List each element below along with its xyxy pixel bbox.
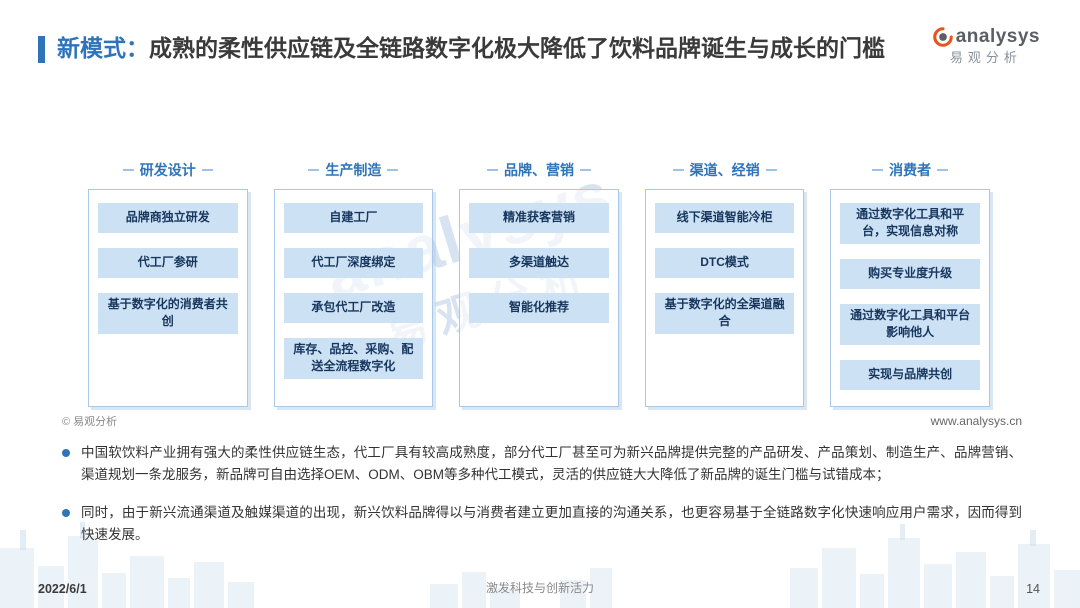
column-header: 消费者 <box>830 160 990 180</box>
logo-brand-text: analysys <box>955 25 1040 47</box>
process-item: 库存、品控、采购、配送全流程数字化 <box>283 338 424 379</box>
bullet-dot-icon <box>62 449 70 457</box>
page-title-highlight: 新模式： <box>57 35 149 61</box>
header: 新模式：成熟的柔性供应链及全链路数字化极大降低了饮料品牌诞生与成长的门槛 <box>38 32 938 64</box>
bullet-item: 中国软饮料产业拥有强大的柔性供应链生态，代工厂具有较高成熟度，部分代工厂甚至可为… <box>62 442 1022 487</box>
column-production: 生产制造 自建工厂 代工厂深度绑定 承包代工厂改造 库存、品控、采购、配送全流程… <box>273 160 434 407</box>
process-item: 代工厂参研 <box>98 248 238 278</box>
column-consumer: 消费者 通过数字化工具和平台，实现信息对称 购买专业度升级 通过数字化工具和平台… <box>830 160 990 407</box>
process-item: 通过数字化工具和平台，实现信息对称 <box>840 203 980 244</box>
bullet-text: 同时，由于新兴流通渠道及触媒渠道的出现，新兴饮料品牌得以与消费者建立更加直接的沟… <box>81 504 1022 542</box>
page-title-text: 成熟的柔性供应链及全链路数字化极大降低了饮料品牌诞生与成长的门槛 <box>149 35 885 61</box>
process-item: 基于数字化的全渠道融合 <box>654 293 795 334</box>
copyright-note: © 易观分析 <box>62 416 118 428</box>
column-box: 线下渠道智能冷柜 DTC模式 基于数字化的全渠道融合 <box>644 189 805 407</box>
column-header: 品牌、营销 <box>459 160 619 180</box>
process-item: 基于数字化的消费者共创 <box>98 293 238 334</box>
process-item: 自建工厂 <box>283 203 424 233</box>
analysys-logo: analysys 易观分析 <box>932 26 1040 65</box>
process-columns: 研发设计 品牌商独立研发 代工厂参研 基于数字化的消费者共创 生产制造 自建工厂… <box>88 160 990 407</box>
process-item: 承包代工厂改造 <box>283 293 424 323</box>
website-url: www.analysys.cn <box>930 414 1022 428</box>
footer-slogan: 激发科技与创新活力 <box>485 581 594 595</box>
process-item: 智能化推荐 <box>469 293 609 323</box>
column-box: 通过数字化工具和平台，实现信息对称 购买专业度升级 通过数字化工具和平台影响他人… <box>830 189 990 407</box>
process-item: 通过数字化工具和平台影响他人 <box>840 303 980 345</box>
page-title: 新模式：成熟的柔性供应链及全链路数字化极大降低了饮料品牌诞生与成长的门槛 <box>57 32 917 64</box>
column-box: 精准获客营销 多渠道触达 智能化推荐 <box>459 189 619 407</box>
process-item: 实现与品牌共创 <box>840 359 980 390</box>
process-item: 线下渠道智能冷柜 <box>654 203 795 233</box>
column-header: 生产制造 <box>274 160 434 180</box>
page-number: 14 <box>1026 582 1040 596</box>
analysys-logo-icon <box>932 27 953 47</box>
bullet-item: 同时，由于新兴流通渠道及触媒渠道的出现，新兴饮料品牌得以与消费者建立更加直接的沟… <box>62 502 1022 547</box>
bullet-dot-icon <box>62 508 70 517</box>
column-rd-design: 研发设计 品牌商独立研发 代工厂参研 基于数字化的消费者共创 <box>88 160 248 407</box>
process-item: 代工厂深度绑定 <box>283 248 424 278</box>
footer-date: 2022/6/1 <box>38 582 87 596</box>
logo-cn-text: 易观分析 <box>949 50 1022 65</box>
summary-bullets: 中国软饮料产业拥有强大的柔性供应链生态，代工厂具有较高成熟度，部分代工厂甚至可为… <box>62 442 1022 561</box>
process-item: 多渠道触达 <box>469 248 609 278</box>
process-item: 精准获客营销 <box>469 203 609 233</box>
column-box: 自建工厂 代工厂深度绑定 承包代工厂改造 库存、品控、采购、配送全流程数字化 <box>273 189 434 407</box>
column-box: 品牌商独立研发 代工厂参研 基于数字化的消费者共创 <box>88 189 248 407</box>
process-item: 品牌商独立研发 <box>98 203 238 233</box>
bullet-text: 中国软饮料产业拥有强大的柔性供应链生态，代工厂具有较高成熟度，部分代工厂甚至可为… <box>81 445 1022 483</box>
column-header: 研发设计 <box>88 160 248 180</box>
title-accent-bar <box>38 36 45 63</box>
column-brand-marketing: 品牌、营销 精准获客营销 多渠道触达 智能化推荐 <box>459 160 619 407</box>
process-item: 购买专业度升级 <box>840 258 980 289</box>
column-header: 渠道、经销 <box>645 160 805 180</box>
process-item: DTC模式 <box>654 248 795 278</box>
column-channel-distribution: 渠道、经销 线下渠道智能冷柜 DTC模式 基于数字化的全渠道融合 <box>644 160 805 407</box>
